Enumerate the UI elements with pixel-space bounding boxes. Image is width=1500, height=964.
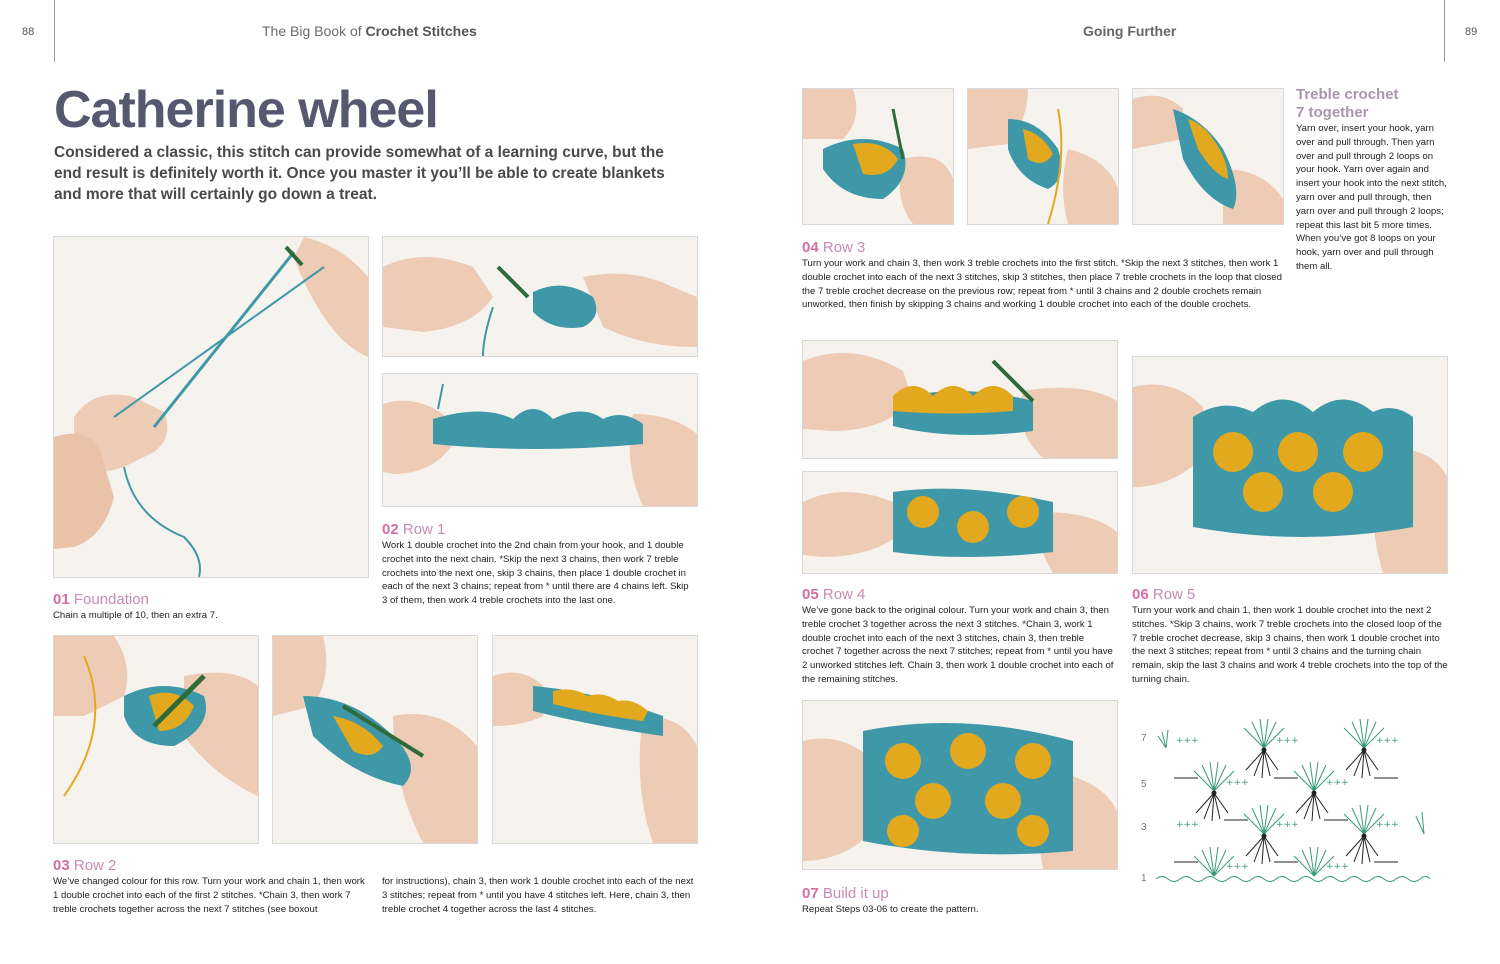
step-03-text-col1: We’ve changed colour for this row. Turn … bbox=[53, 876, 365, 915]
svg-text:+++: +++ bbox=[1376, 736, 1399, 746]
photo-step-03b bbox=[272, 635, 478, 844]
diagram-row-label-5: 5 bbox=[1141, 779, 1147, 790]
right-page-number: 89 bbox=[1465, 26, 1478, 38]
step-06-text: Turn your work and chain 1, then work 1 … bbox=[1132, 605, 1448, 685]
step-04-title: Row 3 bbox=[822, 239, 866, 256]
step-03-heading: 03 Row 2 bbox=[53, 857, 116, 874]
section-title: Going Further bbox=[1083, 23, 1177, 39]
svg-text:+++: +++ bbox=[1226, 862, 1249, 872]
page-title: Catherine wheel bbox=[54, 81, 439, 139]
step-07-text: Repeat Steps 03-06 to create the pattern… bbox=[802, 904, 979, 915]
step-06-number: 06 bbox=[1132, 586, 1149, 603]
left-header-rule bbox=[54, 0, 55, 62]
step-02-title: Row 1 bbox=[402, 521, 446, 538]
step-01-heading: 01 Foundation bbox=[53, 591, 149, 608]
step-07-heading: 07 Build it up bbox=[802, 885, 889, 902]
boxout-text: Yarn over, insert your hook, yarn over a… bbox=[1296, 123, 1447, 272]
photo-step-07 bbox=[802, 700, 1118, 870]
stitch-chart-symbols: +++ +++ +++ +++ +++ +++ +++ +++ +++ +++ bbox=[1155, 718, 1431, 882]
diagram-row-label-7: 7 bbox=[1141, 733, 1147, 744]
step-04-number: 04 bbox=[802, 239, 819, 256]
photo-step-05a bbox=[802, 340, 1118, 459]
svg-text:+++: +++ bbox=[1326, 862, 1349, 872]
svg-text:+++: +++ bbox=[1326, 778, 1349, 788]
photo-step-05b bbox=[802, 471, 1118, 574]
svg-text:+++: +++ bbox=[1176, 736, 1199, 746]
svg-text:+++: +++ bbox=[1276, 820, 1299, 830]
boxout-title-line2: 7 together bbox=[1296, 104, 1369, 121]
photo-step-02b bbox=[382, 373, 698, 507]
photo-step-04a bbox=[802, 88, 954, 225]
step-03-text-col2: for instructions), chain 3, then work 1 … bbox=[382, 876, 694, 915]
step-01-title: Foundation bbox=[73, 591, 149, 608]
stitch-diagram: 7 5 3 1 bbox=[1136, 716, 1436, 888]
photo-step-01 bbox=[53, 236, 369, 578]
step-02-number: 02 bbox=[382, 521, 399, 538]
step-05-heading: 05 Row 4 bbox=[802, 586, 865, 603]
photo-step-03a bbox=[53, 635, 259, 844]
intro-text: Considered a classic, this stitch can pr… bbox=[54, 144, 665, 203]
step-06-title: Row 5 bbox=[1152, 586, 1196, 603]
photo-step-04c bbox=[1132, 88, 1284, 225]
diagram-row-label-1: 1 bbox=[1141, 873, 1147, 884]
diagram-row-label-3: 3 bbox=[1141, 822, 1147, 833]
step-05-number: 05 bbox=[802, 586, 819, 603]
step-02-text: Work 1 double crochet into the 2nd chain… bbox=[382, 540, 689, 607]
photo-step-03c bbox=[492, 635, 698, 844]
step-05-text: We’ve gone back to the original colour. … bbox=[802, 605, 1114, 685]
step-04-text: Turn your work and chain 3, then work 3 … bbox=[802, 258, 1282, 311]
step-04-heading: 04 Row 3 bbox=[802, 239, 865, 256]
svg-text:+++: +++ bbox=[1176, 820, 1199, 830]
book-title-bold: Crochet Stitches bbox=[365, 23, 477, 39]
step-07-number: 07 bbox=[802, 885, 819, 902]
step-06-heading: 06 Row 5 bbox=[1132, 586, 1195, 603]
svg-text:+++: +++ bbox=[1226, 778, 1249, 788]
photo-step-02a bbox=[382, 236, 698, 357]
book-title: The Big Book of Crochet Stitches bbox=[262, 23, 477, 39]
step-02-heading: 02 Row 1 bbox=[382, 521, 445, 538]
step-01-text: Chain a multiple of 10, then an extra 7. bbox=[53, 610, 218, 621]
right-header-rule bbox=[1444, 0, 1445, 62]
step-05-title: Row 4 bbox=[822, 586, 866, 603]
step-03-number: 03 bbox=[53, 857, 70, 874]
svg-text:+++: +++ bbox=[1376, 820, 1399, 830]
book-title-prefix: The Big Book of bbox=[262, 23, 366, 39]
step-07-title: Build it up bbox=[822, 885, 889, 902]
svg-text:+++: +++ bbox=[1276, 736, 1299, 746]
step-03-title: Row 2 bbox=[73, 857, 117, 874]
photo-step-06 bbox=[1132, 356, 1448, 574]
boxout-title-line1: Treble crochet bbox=[1296, 86, 1399, 103]
step-01-number: 01 bbox=[53, 591, 70, 608]
left-page-number: 88 bbox=[22, 26, 35, 38]
photo-step-04b bbox=[967, 88, 1119, 225]
